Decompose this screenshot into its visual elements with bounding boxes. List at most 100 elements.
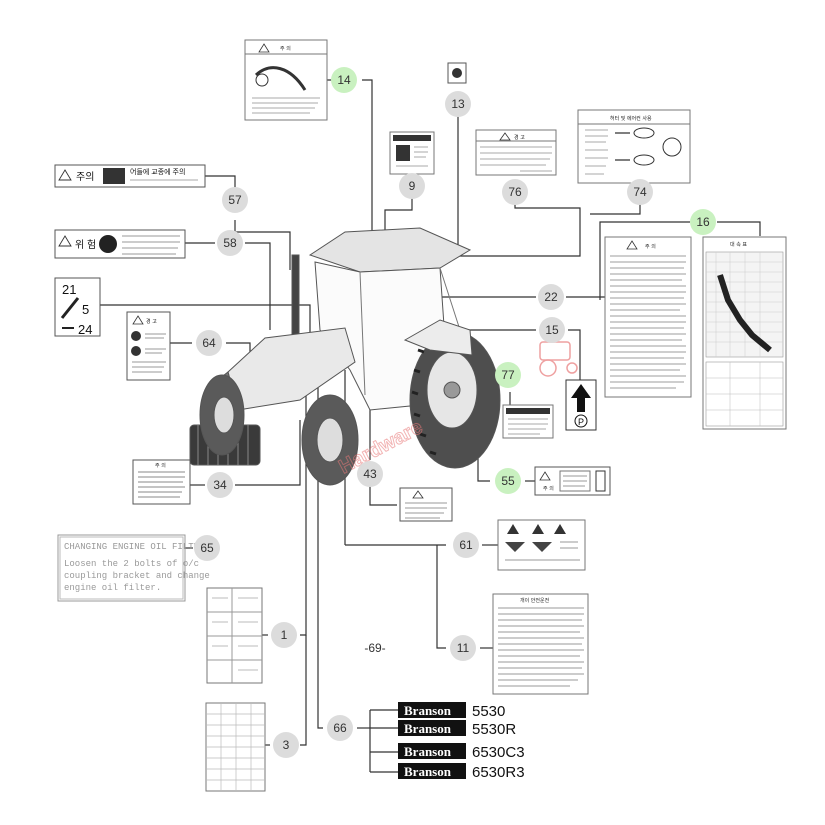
- decal-21-n21: 21: [62, 282, 76, 297]
- svg-text:57: 57: [228, 193, 242, 207]
- callout-3[interactable]: 3: [273, 732, 299, 758]
- decal-21: 21 5 24: [54, 277, 101, 337]
- cab-roof: [308, 227, 472, 273]
- tractor-watermark-icon: [539, 341, 578, 377]
- model-row-2: Branson 5530R: [398, 720, 516, 738]
- callout-77[interactable]: 77: [495, 362, 521, 388]
- decal-64: 경 고: [126, 311, 171, 381]
- decal-14: 주 의: [244, 39, 328, 121]
- decal-61: [497, 519, 586, 571]
- decal-11-heading: 개이 안전운전: [520, 597, 550, 604]
- callout-55[interactable]: 55: [495, 468, 521, 494]
- decal-16-heading: 대 속 표: [730, 241, 747, 248]
- parking-label: P: [578, 417, 584, 427]
- decal-13: [447, 62, 467, 84]
- decal-22: 주 의: [604, 236, 692, 398]
- callout-76[interactable]: 76: [502, 179, 528, 205]
- decal-76-heading: 경 고: [514, 134, 525, 141]
- callout-74[interactable]: 74: [627, 179, 653, 205]
- callout-13[interactable]: 13: [445, 91, 471, 117]
- oil-filter-title: CHANGING ENGINE OIL FILTER: [64, 542, 205, 552]
- oil-filter-line-1: Loosen the 2 bolts of o/c: [64, 559, 199, 569]
- decal-3: [205, 702, 266, 792]
- model-6530c3: 6530C3: [472, 744, 525, 761]
- model-row-3: Branson 6530C3: [398, 743, 525, 761]
- decal-76: 경 고: [475, 129, 557, 176]
- decal-58: 위 험: [54, 229, 186, 259]
- svg-text:64: 64: [202, 336, 216, 350]
- decal-1: [206, 587, 263, 684]
- decal-64-heading: 경 고: [146, 318, 157, 325]
- model-6530r3: 6530R3: [472, 764, 525, 781]
- decal-58-text: 위 험: [75, 238, 96, 251]
- decal-57: 주의 어들에 교종에 주의: [54, 164, 206, 188]
- svg-text:11: 11: [457, 641, 470, 655]
- svg-text:77: 77: [501, 368, 515, 382]
- decal-11: 개이 안전운전: [492, 593, 589, 695]
- svg-text:43: 43: [363, 467, 377, 481]
- svg-text:3: 3: [283, 738, 290, 752]
- svg-text:76: 76: [508, 185, 522, 199]
- decal-74: 허터 및 에어컨 사용: [577, 109, 691, 184]
- model-row-1: Branson 5530: [398, 702, 505, 720]
- callout-61[interactable]: 61: [453, 532, 479, 558]
- callout-14[interactable]: 14: [331, 67, 357, 93]
- decal-21-n5: 5: [82, 302, 89, 317]
- oil-filter-line-2: coupling bracket and change: [64, 571, 210, 581]
- decal-21-n24: 24: [78, 322, 92, 337]
- callout-43[interactable]: 43: [357, 461, 383, 487]
- svg-text:16: 16: [696, 215, 710, 229]
- svg-text:9: 9: [409, 179, 416, 193]
- model-list: Branson 5530 Branson 5530R Branson 6530C…: [398, 702, 525, 781]
- model-row-4: Branson 6530R3: [398, 763, 525, 781]
- brand-badge-4: Branson: [404, 764, 452, 779]
- callout-11[interactable]: 11: [450, 635, 476, 661]
- exhaust-pipe: [291, 254, 300, 336]
- callout-1[interactable]: 1: [271, 622, 297, 648]
- rear-fender: [403, 319, 473, 356]
- callout-22[interactable]: 22: [538, 284, 564, 310]
- svg-text:55: 55: [501, 474, 515, 488]
- svg-text:65: 65: [200, 541, 214, 555]
- decal-77: [502, 404, 554, 439]
- decal-57-subtext: 어들에 교종에 주의: [130, 167, 185, 176]
- svg-text:1: 1: [281, 628, 288, 642]
- callout-58[interactable]: 58: [217, 230, 243, 256]
- svg-text:74: 74: [633, 185, 647, 199]
- decal-65: CHANGING ENGINE OIL FILTER Loosen the 2 …: [57, 534, 210, 602]
- decal-34: 주 의: [132, 459, 191, 505]
- callout-64[interactable]: 64: [196, 330, 222, 356]
- decal-9: [389, 131, 435, 175]
- svg-text:22: 22: [544, 290, 558, 304]
- decal-55-text: 주 의: [543, 485, 554, 492]
- svg-text:34: 34: [213, 478, 227, 492]
- brand-badge-3: Branson: [404, 744, 452, 759]
- callout-34[interactable]: 34: [207, 472, 233, 498]
- svg-text:15: 15: [545, 323, 559, 337]
- callout-9[interactable]: 9: [399, 173, 425, 199]
- brand-badge-2: Branson: [404, 721, 452, 736]
- decal-16: 대 속 표: [702, 236, 787, 430]
- decal-74-heading: 허터 및 에어컨 사용: [610, 115, 652, 122]
- svg-text:61: 61: [459, 538, 473, 552]
- svg-text:13: 13: [451, 97, 465, 111]
- page-reference: -69-: [364, 641, 385, 655]
- callout-57[interactable]: 57: [222, 187, 248, 213]
- decal-34-heading: 주 의: [155, 462, 166, 469]
- decal-22-heading: 주 의: [645, 243, 656, 250]
- decal-43: [399, 487, 453, 522]
- svg-text:14: 14: [337, 73, 351, 87]
- decal-14-heading: 주 의: [280, 45, 291, 52]
- callout-16[interactable]: 16: [690, 209, 716, 235]
- svg-text:58: 58: [223, 236, 237, 250]
- callout-66[interactable]: 66: [327, 715, 353, 741]
- svg-text:66: 66: [333, 721, 347, 735]
- callout-bubbles: 14 13 9 76 74 16 57 58 22 15 64 77 34 43…: [194, 67, 716, 758]
- callout-15[interactable]: 15: [539, 317, 565, 343]
- decal-55: 주 의: [534, 466, 611, 496]
- oil-filter-line-3: engine oil filter.: [64, 583, 161, 593]
- callout-65[interactable]: 65: [194, 535, 220, 561]
- model-5530r: 5530R: [472, 721, 516, 738]
- tractor-illustration: [189, 227, 501, 486]
